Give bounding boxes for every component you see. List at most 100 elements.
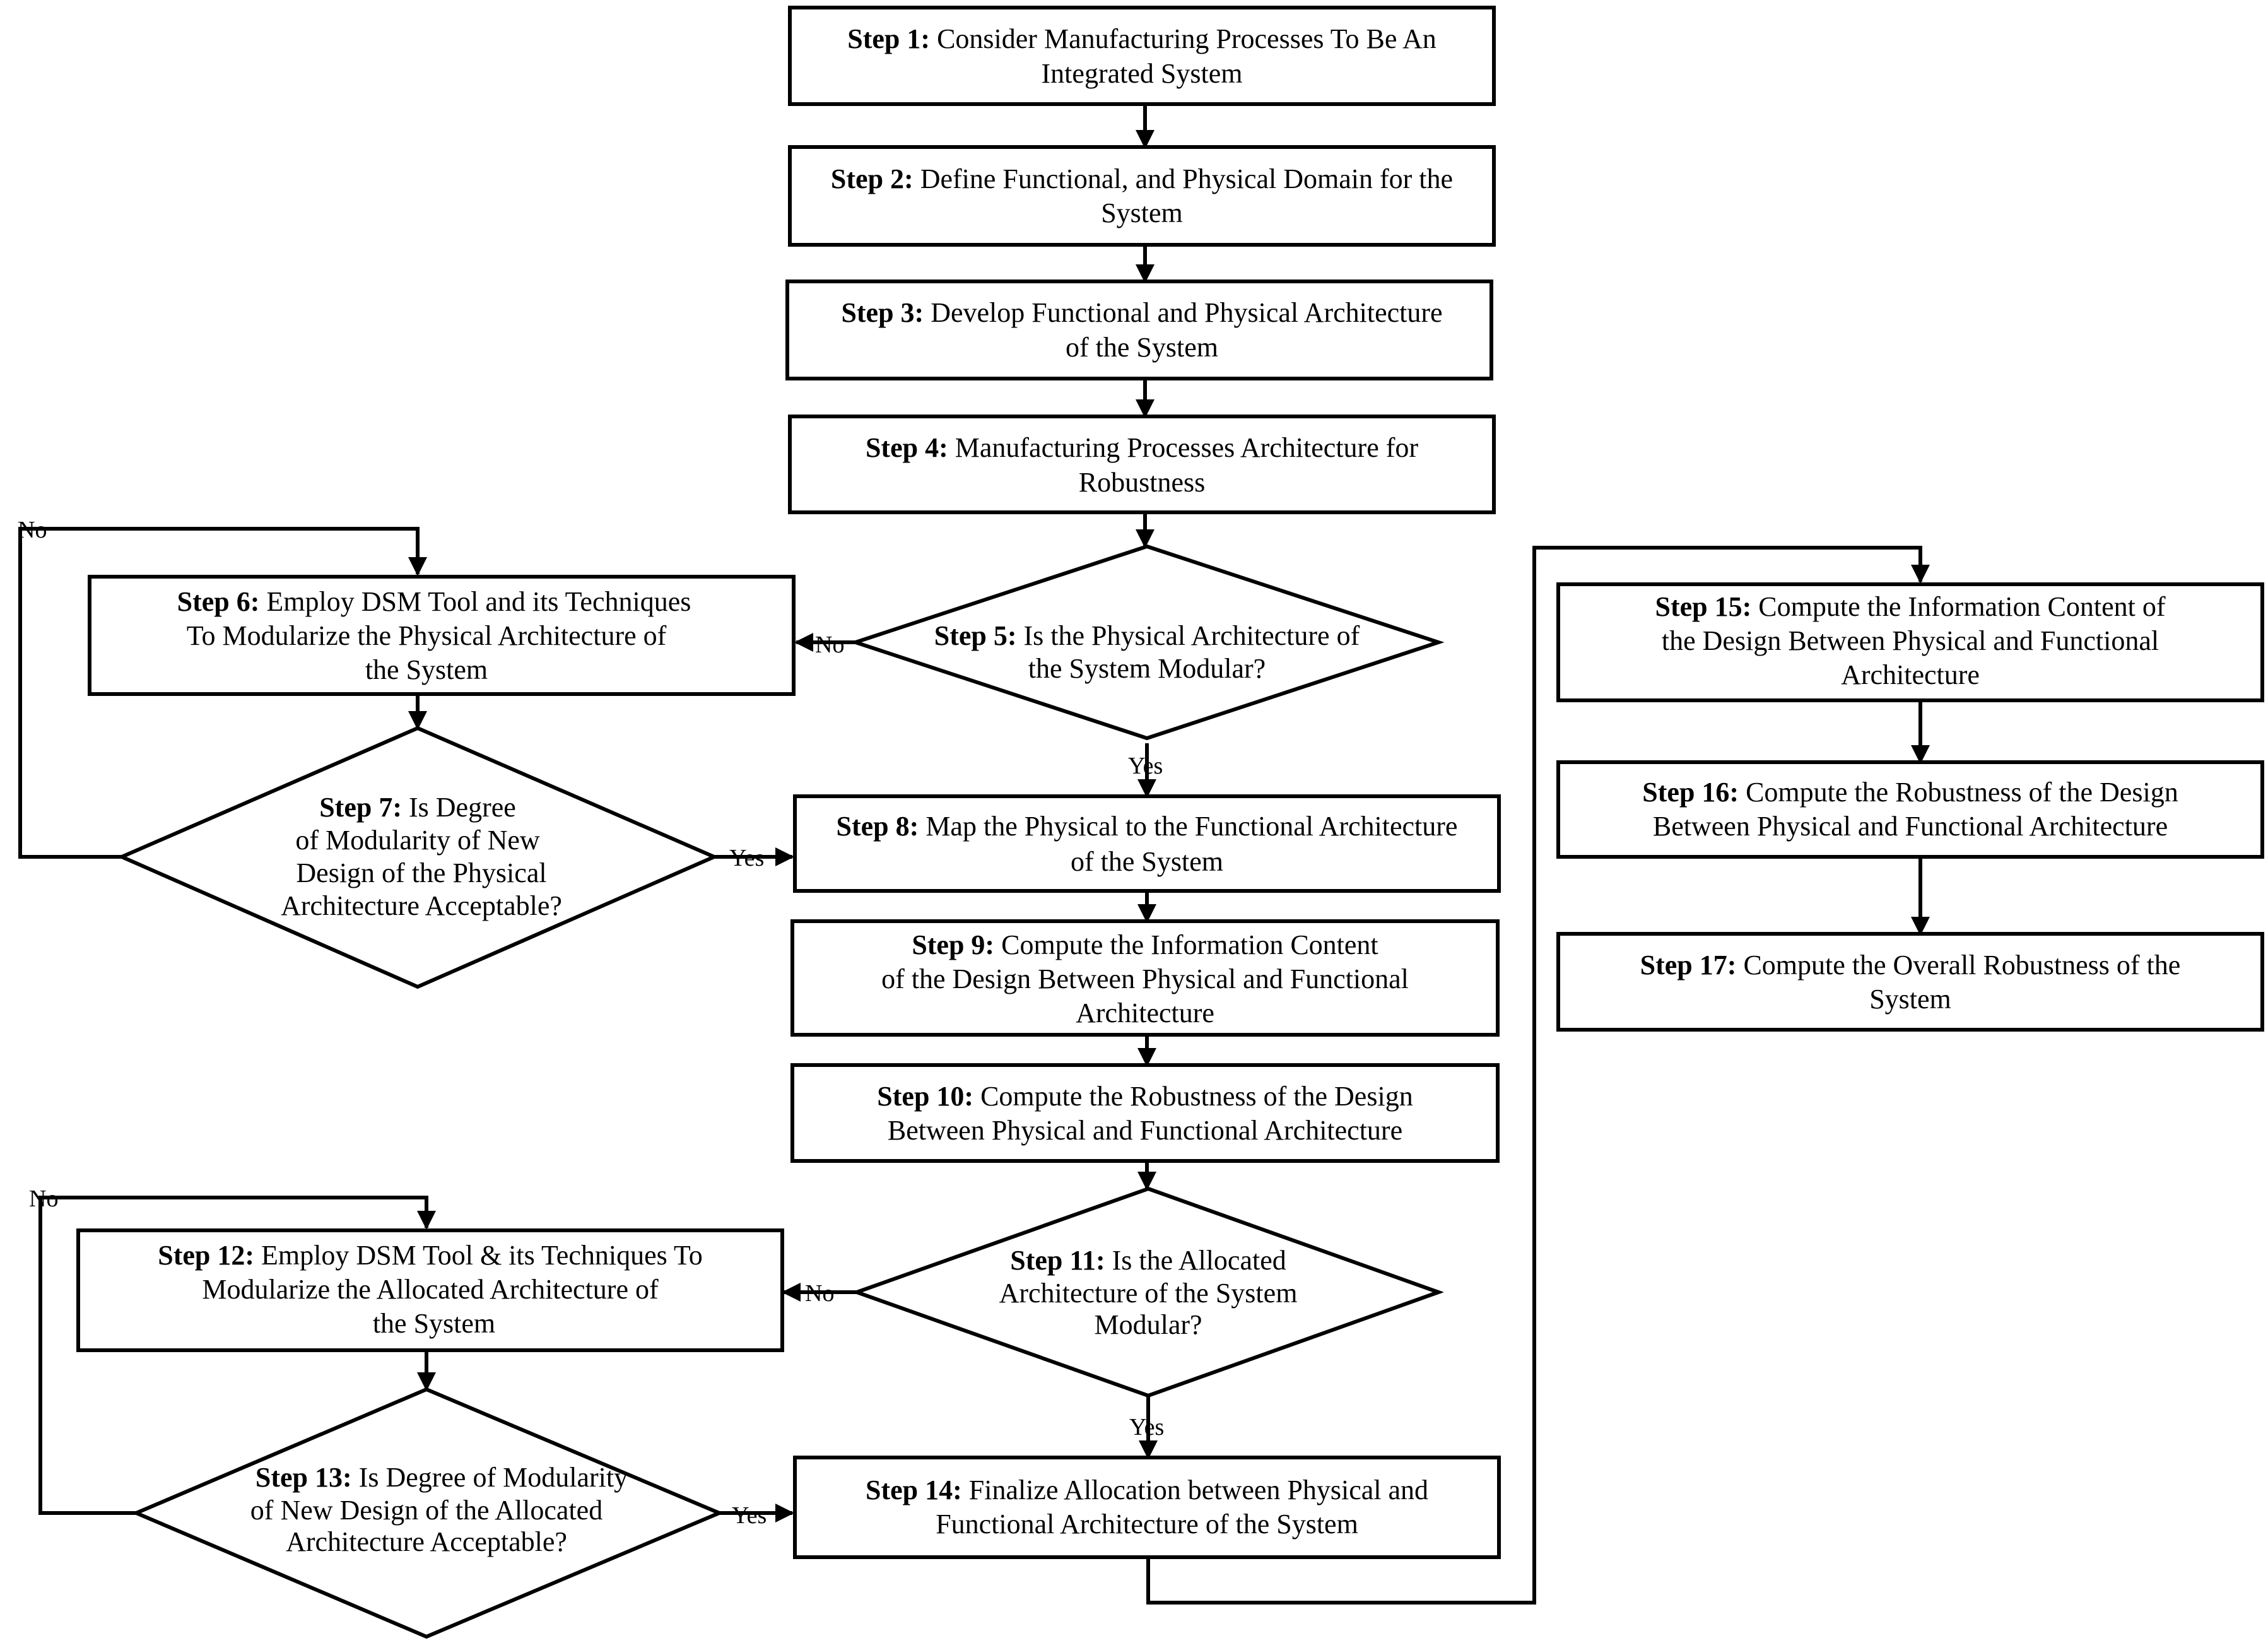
step-6-number: Step 6: [177,586,260,617]
step-6-text-line1: Employ DSM Tool and its Techniques [266,586,691,617]
step-12-number: Step 12: [158,1240,254,1271]
step-4-number: Step 4: [866,432,948,463]
step-12-text-line2: Modularize the Allocated Architecture of [202,1274,659,1305]
step-4-text-line2: Robustness [1079,467,1205,498]
step-16-number: Step 16: [1642,777,1739,808]
svg-text:Step 9: Compute the Info: Step 9: Compute the Information Content [912,929,1378,960]
step-2-text-line2: System [1101,197,1183,228]
step-17-text-line1: Compute the Overall Robustness of the [1743,950,2180,980]
label-s5-no: No [815,632,844,658]
step-15-number: Step 15: [1655,591,1752,622]
edge-s7-no-loop [18,527,427,859]
step-15-box: Step 15: Compute the Information Content… [1556,582,2264,702]
step-3-box: Step 3: Develop Functional and Physical … [785,280,1493,380]
step-7-decision: Step 7: Is Degree of Modularity of New D… [117,726,719,989]
step-5-text-line1: Is the Physical Architecture of [1024,620,1360,651]
step-1-text-line1: Consider Manufacturing Processes To Be A… [937,23,1437,54]
label-s11-no: No [805,1280,834,1307]
step-10-text-line2: Between Physical and Functional Architec… [888,1115,1402,1146]
step-7-text-line4: Architecture Acceptable? [281,890,562,921]
step-6-text-line2: To Modularize the Physical Architecture … [187,620,667,651]
step-14-number: Step 14: [866,1475,962,1505]
svg-text:Step 4: Manufacturing Pr: Step 4: Manufacturing Processes Architec… [866,432,1418,463]
step-12-text-line1: Employ DSM Tool & its Techniques To [261,1240,703,1271]
step-8-number: Step 8: [837,811,919,842]
step-2-text-line1: Define Functional, and Physical Domain f… [920,163,1453,194]
svg-text:Step 1: Consider Manufac: Step 1: Consider Manufacturing Processes… [847,23,1436,54]
svg-text:Step 15: Compute the Inf: Step 15: Compute the Information Content… [1655,591,2166,622]
step-7-text-line3: Design of the Physical [296,857,546,888]
svg-text:Step 10: Compute the Rob: Step 10: Compute the Robustness of the D… [877,1081,1413,1112]
step-5-text-line2: the System Modular? [1028,653,1266,684]
label-s7-no: No [18,517,47,543]
step-2-number: Step 2: [831,163,914,194]
svg-text:Step 2: Define Functiona: Step 2: Define Functional, and Physical … [831,163,1453,194]
step-15-text-line3: Architecture [1841,659,1980,690]
step-8-text-line1: Map the Physical to the Functional Archi… [925,811,1457,842]
step-12-box: Step 12: Employ DSM Tool & its Technique… [76,1228,784,1352]
step-14-text-line1: Finalize Allocation between Physical and [969,1475,1428,1505]
svg-text:Step 17: Compute the Ove: Step 17: Compute the Overall Robustness … [1640,950,2181,980]
label-s7-yes: Yes [729,845,764,871]
step-8-text-line2: of the System [1071,846,1223,877]
step-13-text-line2: of New Design of the Allocated [250,1495,602,1526]
step-11-number: Step 11: [1010,1245,1105,1276]
svg-text:Step 14: Finalize Alloca: Step 14: Finalize Allocation between Phy… [866,1475,1428,1505]
step-11-decision: Step 11: Is the Allocated Architecture o… [851,1186,1444,1398]
step-14-text-line2: Functional Architecture of the System [936,1509,1358,1540]
step-13-text-line1: Is Degree of Modularity [359,1462,628,1493]
step-7-number: Step 7: [319,792,402,823]
step-2-box: Step 2: Define Functional, and Physical … [788,145,1496,247]
label-s5-yes: Yes [1128,753,1163,779]
label-s13-no: No [29,1186,58,1212]
svg-text:Step 7: Is Degree: Step 7: Is Degree [319,792,516,823]
step-8-box: Step 8: Map the Physical to the Function… [793,794,1501,893]
label-s13-yes: Yes [732,1502,767,1529]
step-15-text-line1: Compute the Information Content of [1758,591,2166,622]
step-5-decision: Step 5: Is the Physical Architecture of … [849,544,1445,741]
connectors [18,104,1930,1605]
step-17-text-line2: System [1869,984,1951,1015]
step-5-number: Step 5: [934,620,1017,651]
step-10-number: Step 10: [877,1081,973,1112]
svg-text:Step 6: Employ DSM Tool: Step 6: Employ DSM Tool and its Techniqu… [177,586,691,617]
step-17-number: Step 17: [1640,950,1737,980]
step-13-text-line3: Architecture Acceptable? [286,1526,567,1557]
step-16-box: Step 16: Compute the Robustness of the D… [1556,760,2264,859]
step-11-text-line2: Architecture of the System [999,1278,1298,1309]
step-12-text-line3: the System [373,1308,495,1339]
step-4-box: Step 4: Manufacturing Processes Architec… [788,415,1496,514]
svg-text:Step 16: Compute the Rob: Step 16: Compute the Robustness of the D… [1642,777,2178,808]
edge-s14-s15 [1146,546,1930,1605]
svg-text:Step 3: Develop Function: Step 3: Develop Functional and Physical … [841,297,1442,328]
svg-text:Step 5: Is the Physical: Step 5: Is the Physical Architecture of [934,620,1360,651]
step-10-text-line1: Compute the Robustness of the Design [980,1081,1413,1112]
step-16-text-line1: Compute the Robustness of the Design [1746,777,2178,808]
svg-text:Step 8: Map the Physical: Step 8: Map the Physical to the Function… [837,811,1458,842]
step-14-box: Step 14: Finalize Allocation between Phy… [793,1456,1501,1559]
step-11-text-line1: Is the Allocated [1112,1245,1286,1276]
step-3-text-line2: of the System [1066,332,1218,363]
edge-s13-no-loop [38,1196,436,1515]
step-11-text-line3: Modular? [1094,1309,1202,1340]
label-s11-yes: Yes [1129,1414,1164,1440]
step-10-box: Step 10: Compute the Robustness of the D… [790,1063,1500,1163]
step-16-text-line2: Between Physical and Functional Architec… [1653,811,2168,842]
step-3-number: Step 3: [841,297,924,328]
step-1-number: Step 1: [847,23,930,54]
step-9-number: Step 9: [912,929,994,960]
step-3-text-line1: Develop Functional and Physical Architec… [931,297,1442,328]
step-9-text-line3: Architecture [1076,998,1214,1028]
svg-text:Step 12: Employ DSM Tool: Step 12: Employ DSM Tool & its Technique… [158,1240,702,1271]
edge-labels: No No Yes Yes No No Yes Yes [18,517,1164,1529]
step-4-text-line1: Manufacturing Processes Architecture for [955,432,1419,463]
step-7-text-line2: of Modularity of New [295,825,540,856]
step-9-text-line2: of the Design Between Physical and Funct… [881,963,1409,994]
svg-text:Step 13: Is Degree of Mo: Step 13: Is Degree of Modularity [256,1462,628,1493]
step-1-box: Step 1: Consider Manufacturing Processes… [788,6,1496,106]
step-7-text-line1: Is Degree [409,792,516,823]
step-17-box: Step 17: Compute the Overall Robustness … [1556,932,2264,1032]
step-13-decision: Step 13: Is Degree of Modularity of New … [131,1387,724,1639]
step-6-box: Step 6: Employ DSM Tool and its Techniqu… [88,575,796,696]
